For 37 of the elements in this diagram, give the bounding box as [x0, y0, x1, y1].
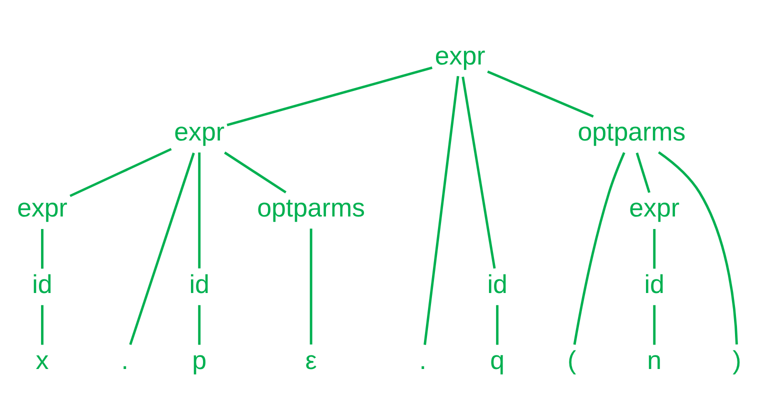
connector	[41, 304, 44, 344]
connector	[487, 70, 594, 118]
connector	[226, 66, 432, 126]
node-text: id	[189, 270, 210, 298]
connector	[41, 228, 44, 268]
node-text: id	[487, 270, 508, 298]
node-text: )	[732, 346, 742, 374]
connector	[653, 304, 656, 344]
connector	[129, 152, 195, 344]
connector	[658, 150, 738, 344]
node-text: expr	[17, 194, 68, 222]
node-text: id	[644, 270, 664, 298]
node-text: expr	[629, 194, 680, 222]
node-text: .	[419, 346, 426, 374]
node-text: id	[32, 270, 52, 298]
node-text: optparms	[578, 118, 686, 146]
node-text: x	[36, 346, 49, 374]
connector	[224, 151, 286, 193]
node-text: n	[647, 346, 662, 374]
connector	[70, 147, 172, 197]
connector	[636, 152, 650, 192]
node-text: (	[567, 346, 576, 374]
node-text: q	[490, 346, 504, 374]
connector	[424, 75, 460, 344]
connector	[198, 152, 201, 268]
node-text: expr	[174, 118, 225, 146]
node-text: expr	[434, 42, 486, 70]
node-text: optparms	[257, 194, 366, 222]
connector	[496, 304, 498, 344]
connector	[573, 152, 626, 344]
connector	[653, 228, 656, 268]
node-text: .	[121, 346, 128, 374]
node-text: p	[192, 346, 207, 374]
connector	[310, 228, 312, 344]
connector	[198, 304, 201, 344]
connector	[462, 76, 496, 268]
node-text: ε	[305, 346, 317, 374]
